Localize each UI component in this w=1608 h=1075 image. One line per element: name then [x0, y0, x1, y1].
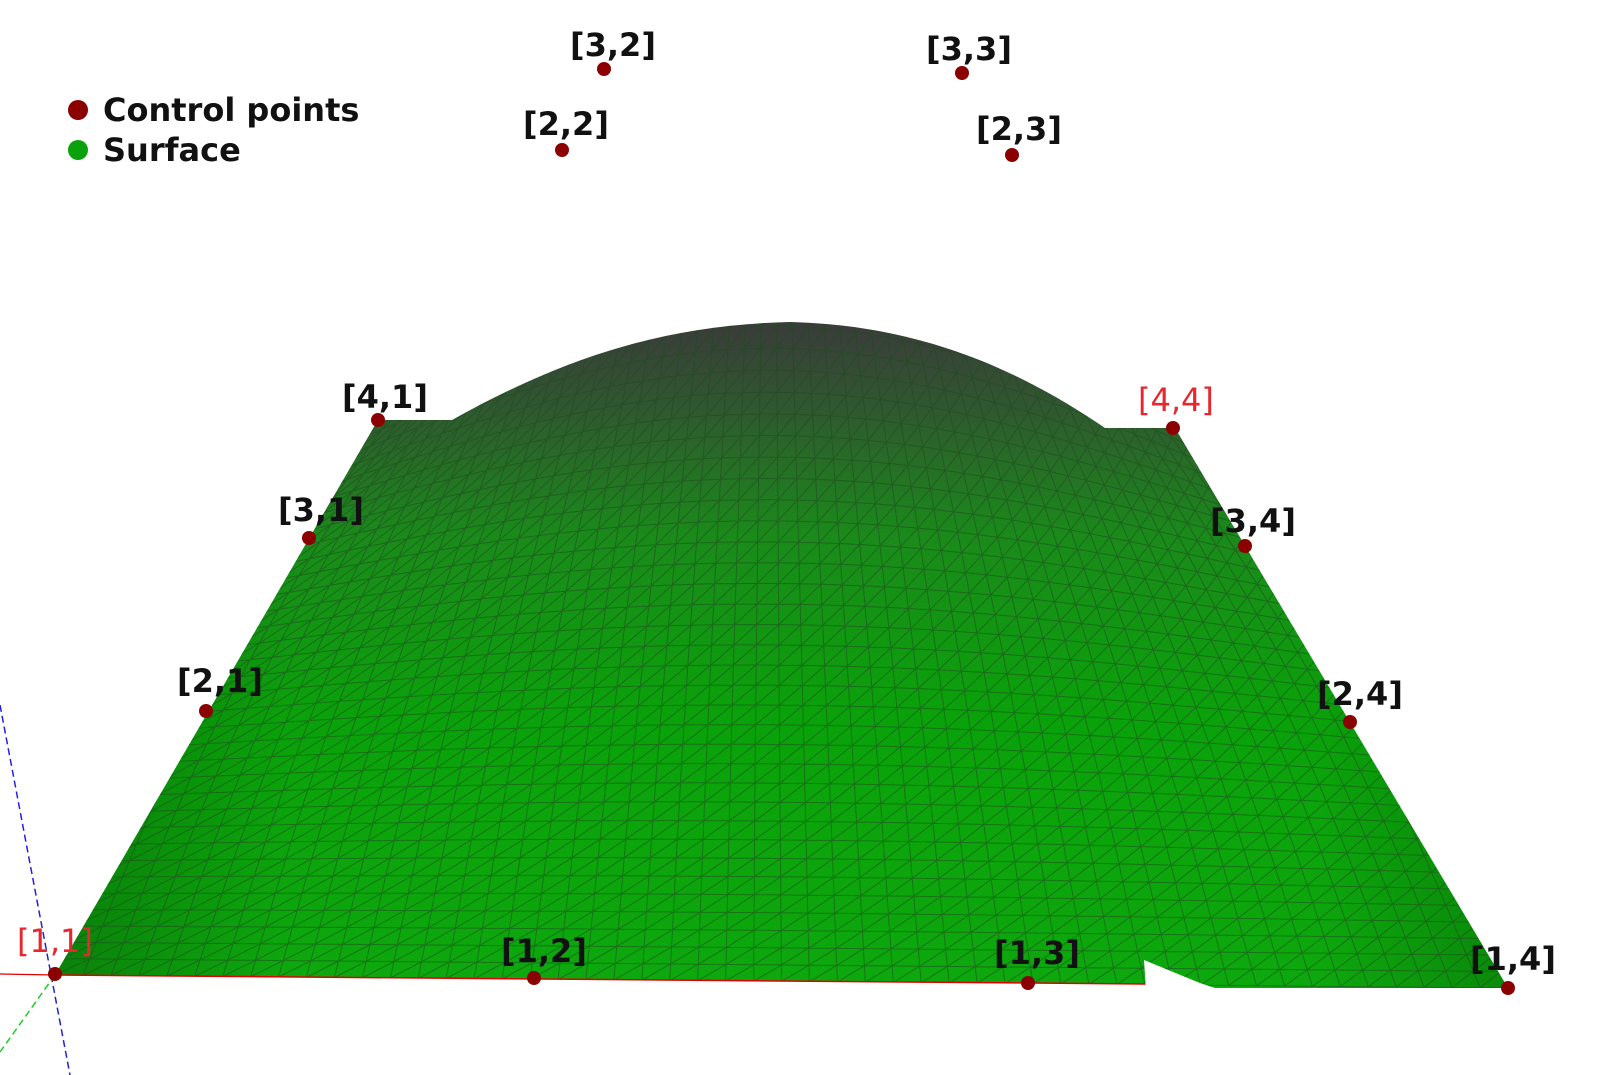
- control-point-4-4: [1166, 421, 1180, 435]
- control-point-3-2: [597, 62, 611, 76]
- control-point-1-2: [527, 971, 541, 985]
- control-point-2-2: [555, 143, 569, 157]
- x-axis-left: [0, 973, 56, 976]
- control-point-label-3-3: [3,3]: [926, 30, 1012, 68]
- control-point-1-4: [1501, 981, 1515, 995]
- control-point-label-1-3: [1,3]: [994, 934, 1080, 972]
- control-point-label-3-4: [3,4]: [1210, 502, 1296, 540]
- control-point-label-4-1: [4,1]: [342, 378, 428, 416]
- control-point-2-3: [1005, 148, 1019, 162]
- control-point-1-1: [48, 967, 62, 981]
- control-point-label-1-2: [1,2]: [501, 932, 587, 970]
- control-point-2-1: [199, 704, 213, 718]
- z-axis: [0, 704, 71, 1075]
- surface-side-shading: [55, 322, 1508, 988]
- legend-surface-label: Surface: [103, 131, 241, 169]
- y-axis: [0, 974, 56, 1053]
- control-point-3-1: [302, 531, 316, 545]
- control-point-label-2-1: [2,1]: [177, 662, 263, 700]
- control-point-label-1-1: [1,1]: [17, 922, 93, 960]
- control-point-label-1-4: [1,4]: [1470, 940, 1556, 978]
- control-point-2-4: [1343, 715, 1357, 729]
- control-point-label-3-2: [3,2]: [570, 26, 656, 64]
- control-point-3-4: [1238, 539, 1252, 553]
- control-point-1-3: [1021, 976, 1035, 990]
- control-point-3-3: [955, 66, 969, 80]
- control-point-label-2-4: [2,4]: [1317, 675, 1403, 713]
- control-point-label-4-4: [4,4]: [1138, 381, 1214, 419]
- control-points: [1,1] [1,2] [1,3] [1,4] [2,1] [2,2] [2,3] [2,4]…: [17, 26, 1556, 995]
- control-point-label-2-2: [2,2]: [523, 105, 609, 143]
- x-axis: [54, 974, 1149, 985]
- legend: Control points Surface: [68, 91, 359, 169]
- control-point-4-1: [371, 413, 385, 427]
- legend-control-points-marker: [68, 100, 88, 120]
- legend-surface-marker: [68, 140, 88, 160]
- legend-control-points-label: Control points: [103, 91, 359, 129]
- control-point-label-2-3: [2,3]: [976, 110, 1062, 148]
- control-point-label-3-1: [3,1]: [278, 491, 364, 529]
- bezier-surface: [54, 322, 1508, 990]
- axes: [0, 704, 71, 1075]
- surface-notch: [1144, 960, 1212, 990]
